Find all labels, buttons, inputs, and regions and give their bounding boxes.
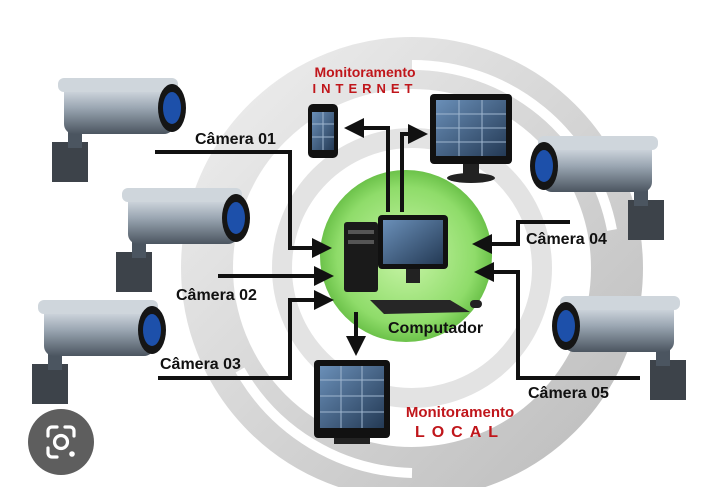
camera-03-label: Câmera 03 <box>160 356 241 373</box>
line-camera-04 <box>472 220 570 254</box>
camera-04-label: Câmera 04 <box>526 231 607 248</box>
internet-subtitle: INTERNET <box>312 81 418 96</box>
local-monitor-icon <box>314 360 390 444</box>
local-title: Monitoramento <box>405 404 515 421</box>
computer-icon <box>344 215 482 314</box>
internet-monitor-icon <box>430 94 512 183</box>
line-camera-01 <box>155 150 332 258</box>
camera-05-icon <box>552 296 686 400</box>
internet-title: Monitoramento <box>314 64 416 80</box>
lens-icon <box>46 425 76 459</box>
camera-01-icon <box>52 78 186 182</box>
smartphone-icon <box>308 104 338 158</box>
camera-04-icon <box>530 136 664 240</box>
line-camera-05 <box>474 262 640 380</box>
line-camera-03 <box>158 290 334 380</box>
camera-03-icon <box>32 300 166 404</box>
line-to-smartphone <box>344 118 390 212</box>
camera-01-label: Câmera 01 <box>195 131 276 148</box>
camera-02-label: Câmera 02 <box>176 287 257 304</box>
camera-02-icon <box>116 188 250 292</box>
line-to-internet-monitor <box>400 124 428 212</box>
local-subtitle: LOCAL <box>414 424 506 441</box>
computer-label: Computador <box>388 320 484 337</box>
connector-lines <box>155 118 640 380</box>
google-lens-button[interactable] <box>28 409 94 475</box>
camera-05-label: Câmera 05 <box>528 385 609 402</box>
